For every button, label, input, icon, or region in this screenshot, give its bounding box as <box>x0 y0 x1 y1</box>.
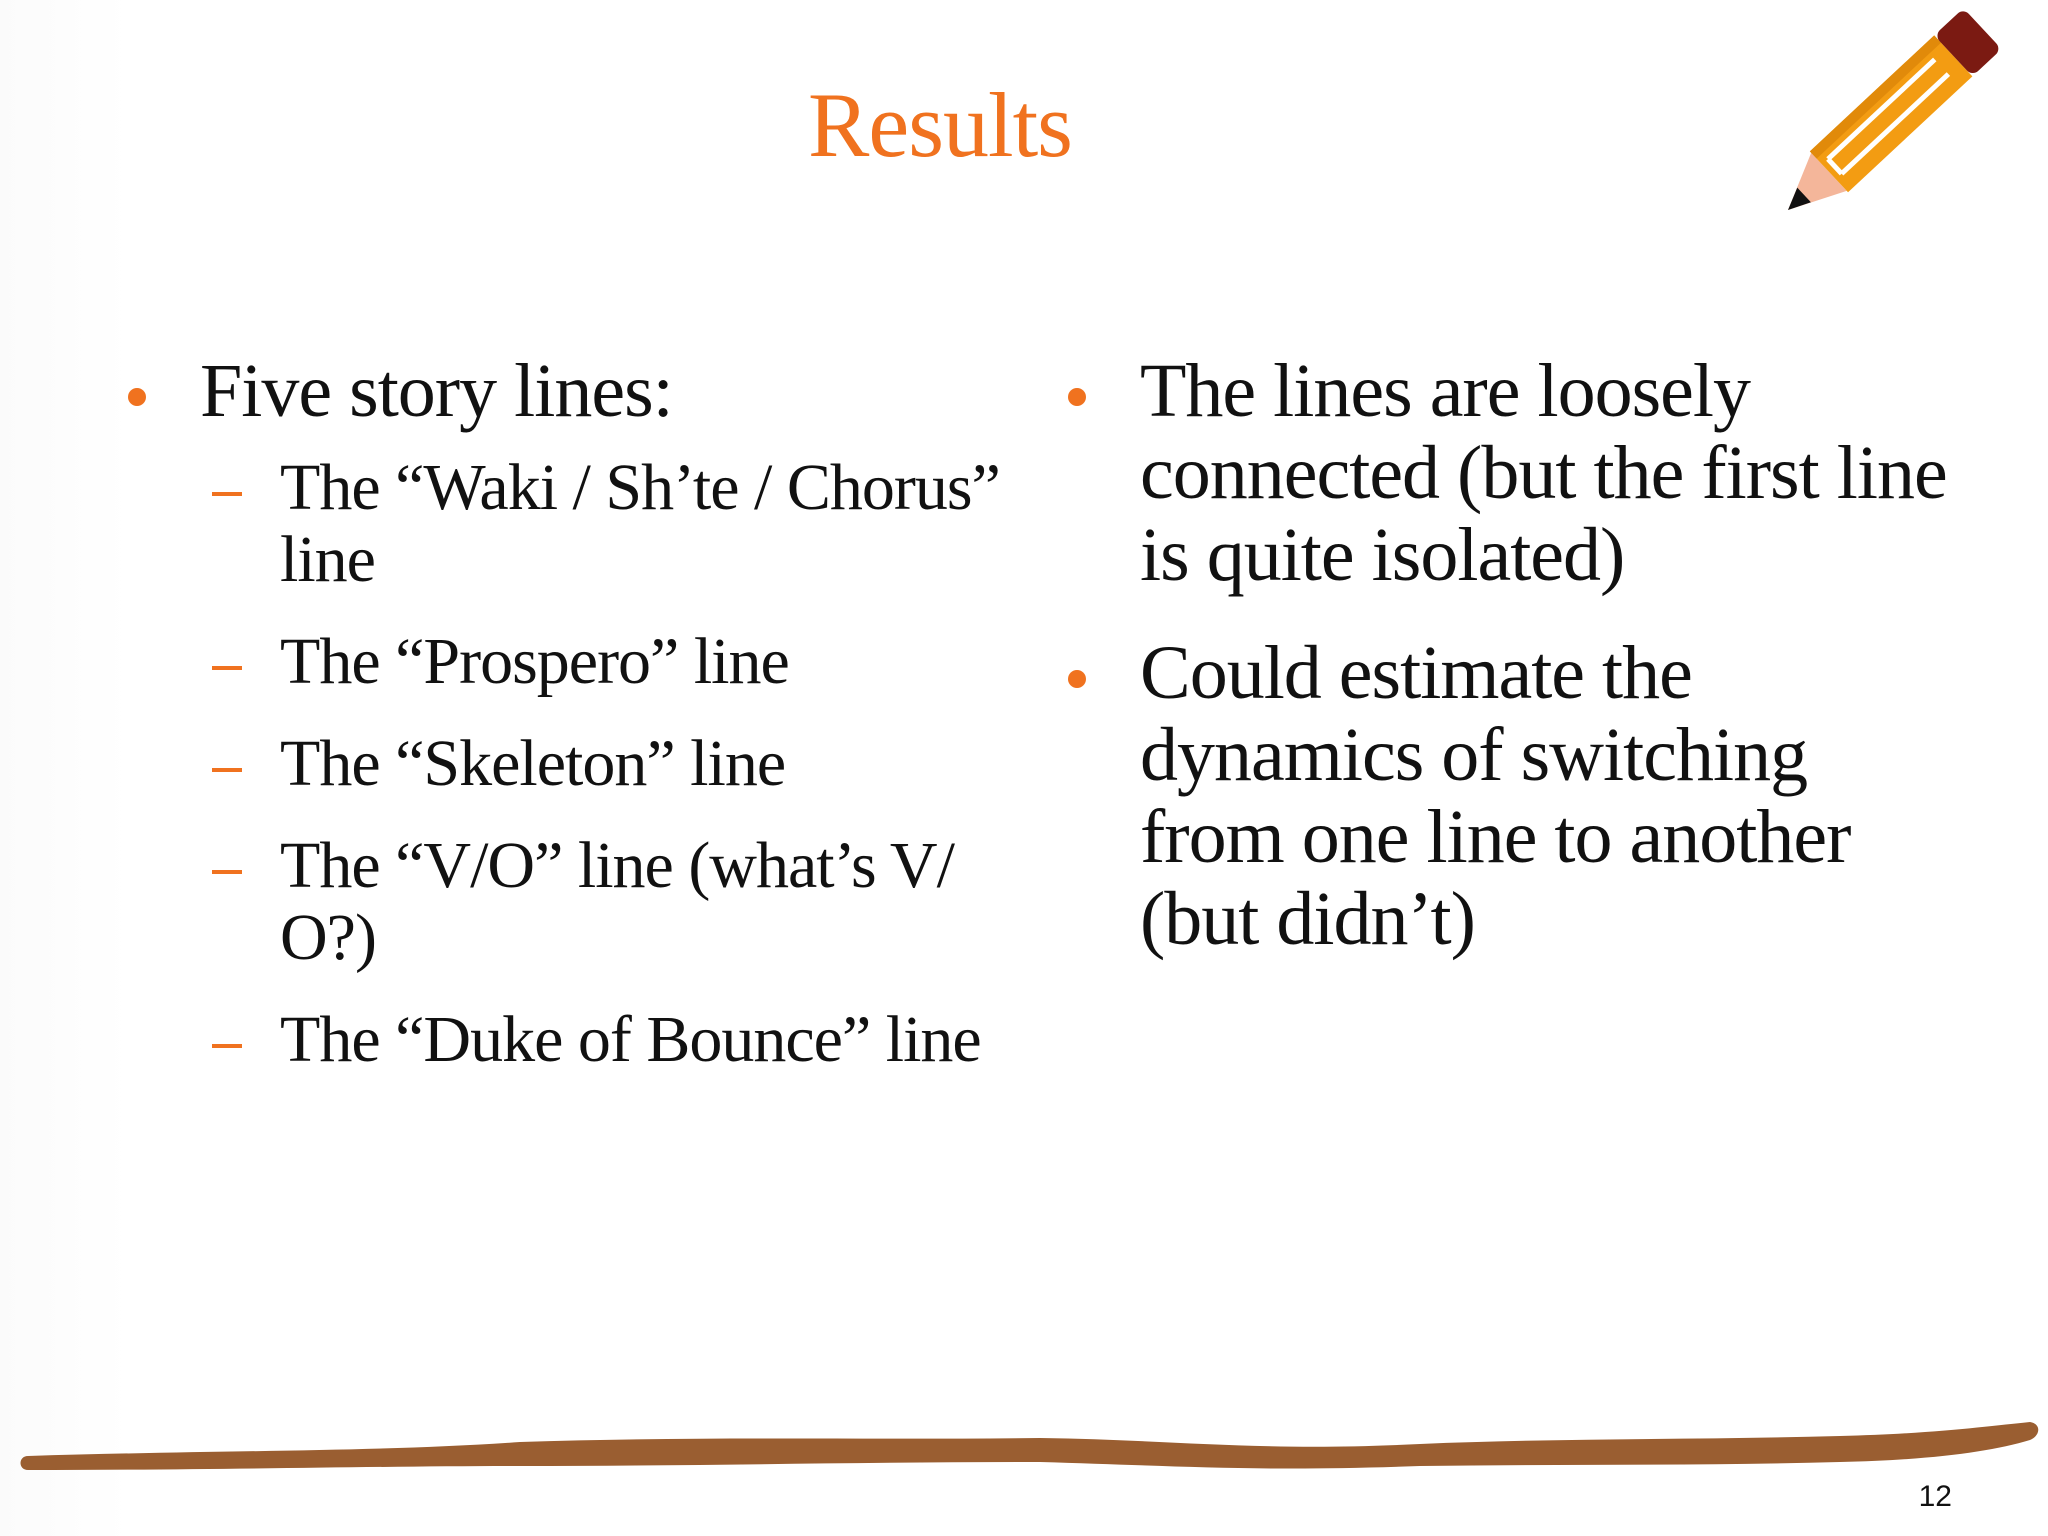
right-column: The lines are loosely connected (but the… <box>1060 350 1960 996</box>
dash-icon <box>212 768 242 772</box>
pencil-icon <box>1788 11 1999 210</box>
bullet-dot-icon <box>1068 388 1086 406</box>
dash-icon <box>212 666 242 670</box>
sub-list: The “Waki / Sh’te / Chorus” line The “Pr… <box>120 452 1020 1076</box>
sub-item: The “Duke of Bounce” line <box>120 1004 1020 1076</box>
bullet-text: Five story lines: <box>200 349 674 433</box>
sub-text: The “Prospero” line <box>280 625 790 698</box>
bullet-item: Could estimate the dynamics of switching… <box>1060 632 1960 960</box>
bullet-dot-icon <box>1068 670 1086 688</box>
bullet-text: The lines are loosely connected (but the… <box>1140 349 1948 597</box>
bullet-dot-icon <box>128 388 146 406</box>
left-column: Five story lines: The “Waki / Sh’te / Ch… <box>120 350 1020 1106</box>
sub-item: The “V/O” line (what’s V/ O?) <box>120 830 1020 974</box>
dash-icon <box>212 492 242 496</box>
sub-item: The “Prospero” line <box>120 626 1020 698</box>
slide-title: Results <box>808 74 1073 176</box>
sub-item: The “Waki / Sh’te / Chorus” line <box>120 452 1020 596</box>
dash-icon <box>212 1044 242 1048</box>
bullet-text: Could estimate the dynamics of switching… <box>1140 631 1851 961</box>
sub-text: The “Duke of Bounce” line <box>280 1003 982 1076</box>
slide-left-shade <box>0 0 130 1536</box>
page-number: 12 <box>1918 1480 1952 1513</box>
sub-text: The “Waki / Sh’te / Chorus” line <box>280 451 1001 596</box>
sub-text: The “Skeleton” line <box>280 727 786 800</box>
brush-stroke-divider <box>20 1422 2039 1470</box>
sub-item: The “Skeleton” line <box>120 728 1020 800</box>
sub-text: The “V/O” line (what’s V/ O?) <box>280 829 955 974</box>
dash-icon <box>212 870 242 874</box>
bullet-item: Five story lines: <box>120 350 1020 432</box>
bullet-item: The lines are loosely connected (but the… <box>1060 350 1960 596</box>
